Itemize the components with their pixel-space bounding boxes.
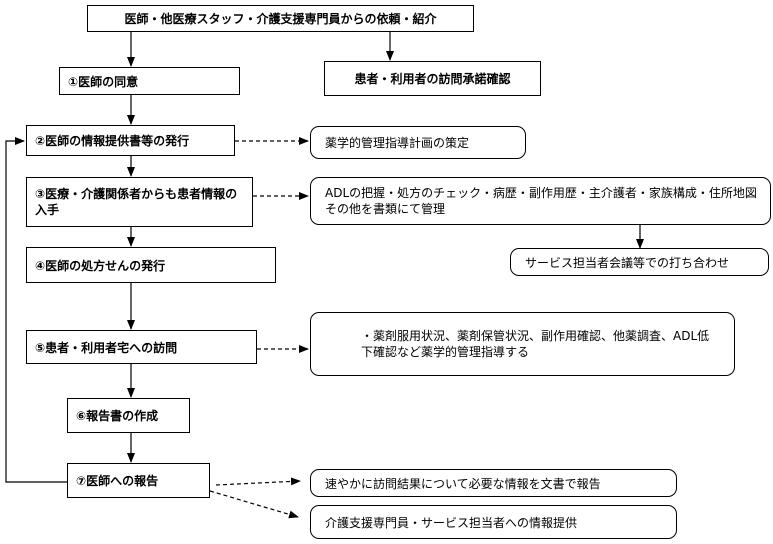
link-report-care [209, 490, 299, 519]
plan-note-text: 薬学的管理指導計画の策定 [325, 136, 470, 150]
arrow-loop-back [5, 137, 67, 483]
service-meeting-note: サービス担当者会議等での打ち合わせ [510, 248, 769, 276]
step-7-label: ⑦医師への報告 [76, 474, 159, 488]
step-5-label: ⑤患者・利用者宅への訪問 [35, 340, 178, 355]
step-3-box: ③医療・介護関係者からも患者情報の入手 [26, 177, 253, 227]
report-care-note: 介護支援専門員・サービス担当者への情報提供 [310, 505, 677, 539]
step-1-label: ①医師の同意 [68, 74, 139, 89]
plan-note: 薬学的管理指導計画の策定 [310, 126, 526, 159]
visit-note: ・薬剤服用状況、薬剤保管状況、副作用確認、他薬調査、ADL低下確認など薬学的管理… [310, 312, 735, 376]
adl-note-text: ADLの把握・処方のチェック・病歴・副作用歴・主介護者・家族構成・住所地図その他… [325, 186, 757, 216]
step-4-box: ④医師の処方せんの発行 [26, 247, 276, 283]
step-7-box: ⑦医師への報告 [67, 463, 210, 498]
link-report-doc [215, 477, 301, 486]
step-6-label: ⑥報告書の作成 [76, 409, 159, 423]
request-label: 医師・他医療スタッフ・介護支援専門員からの依頼・紹介 [124, 12, 437, 26]
report-doc-note: 速やかに訪問結果について必要な情報を文書で報告 [310, 469, 677, 497]
step-1-box: ①医師の同意 [59, 67, 240, 95]
visit-note-text: ・薬剤服用状況、薬剤保管状況、副作用確認、他薬調査、ADL低下確認など薬学的管理… [361, 329, 710, 359]
step-2-box: ②医師の情報提供書等の発行 [26, 125, 235, 156]
patient-confirm-box: 患者・利用者の訪問承諾確認 [324, 61, 541, 96]
step-2-label: ②医師の情報提供書等の発行 [35, 134, 190, 148]
step-6-box: ⑥報告書の作成 [67, 398, 190, 433]
service-meeting-note-text: サービス担当者会議等での打ち合わせ [525, 255, 730, 270]
request-box: 医師・他医療スタッフ・介護支援専門員からの依頼・紹介 [87, 5, 474, 32]
step-3-label: ③医療・介護関係者からも患者情報の入手 [35, 187, 238, 217]
patient-confirm-label: 患者・利用者の訪問承諾確認 [354, 72, 511, 86]
report-care-note-text: 介護支援専門員・サービス担当者への情報提供 [325, 515, 578, 530]
step-5-box: ⑤患者・利用者宅への訪問 [26, 330, 257, 364]
report-doc-note-text: 速やかに訪問結果について必要な情報を文書で報告 [325, 476, 601, 491]
adl-note: ADLの把握・処方のチェック・病歴・副作用歴・主介護者・家族構成・住所地図その他… [310, 177, 771, 225]
step-4-label: ④医師の処方せんの発行 [35, 258, 166, 273]
